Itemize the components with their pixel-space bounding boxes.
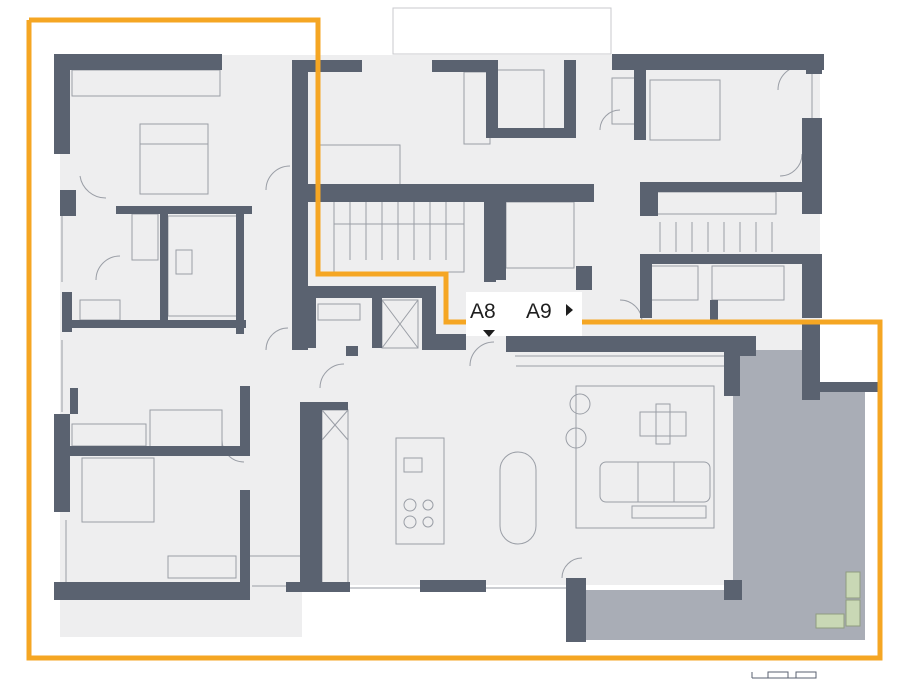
scale-bar (751, 671, 817, 679)
arrow-down-icon (483, 330, 495, 337)
terrace (580, 350, 865, 640)
unit-label-a8: A8 (470, 300, 496, 323)
balcony-top (392, 7, 612, 55)
unit-label-background (466, 292, 582, 336)
terrace-furniture (815, 571, 861, 629)
unit-label-a9: A9 (526, 300, 552, 323)
walls (54, 54, 878, 642)
furniture-lines (61, 65, 813, 589)
unit-boundary (26, 17, 883, 661)
arrow-right-icon (566, 304, 573, 316)
